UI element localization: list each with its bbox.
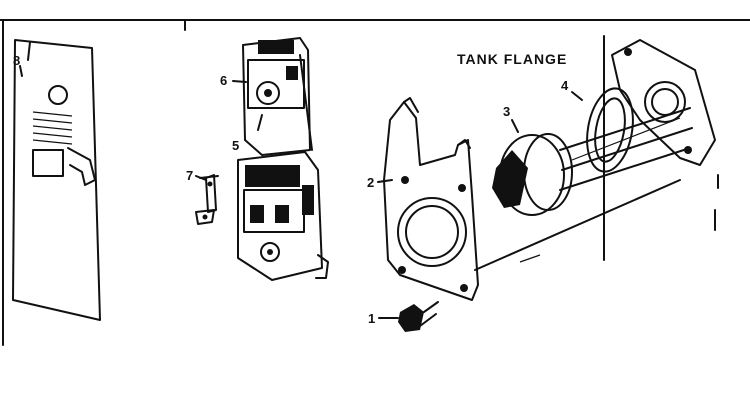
callout-5: 5 <box>232 138 239 153</box>
callout-4: 4 <box>561 78 569 93</box>
callout-3: 3 <box>503 104 510 119</box>
callout-7: 7 <box>186 168 193 183</box>
leader-lines <box>19 65 583 319</box>
frame-lines <box>0 19 750 346</box>
part-8-cover-plate <box>12 39 101 321</box>
part-5-lower-thermostat <box>237 151 329 281</box>
tank-flange <box>474 39 719 271</box>
part-7-bracket <box>195 174 219 225</box>
callout-6: 6 <box>220 73 227 88</box>
tank-flange-title: TANK FLANGE <box>457 51 567 67</box>
callout-1: 1 <box>368 311 375 326</box>
part-2-gasket-plate <box>383 97 479 301</box>
part-4-gasket-ring <box>586 87 634 173</box>
callout-2: 2 <box>367 175 374 190</box>
part-6-upper-thermostat <box>242 37 313 156</box>
callout-8: 8 <box>13 53 20 68</box>
part-1-bolt <box>398 301 439 332</box>
